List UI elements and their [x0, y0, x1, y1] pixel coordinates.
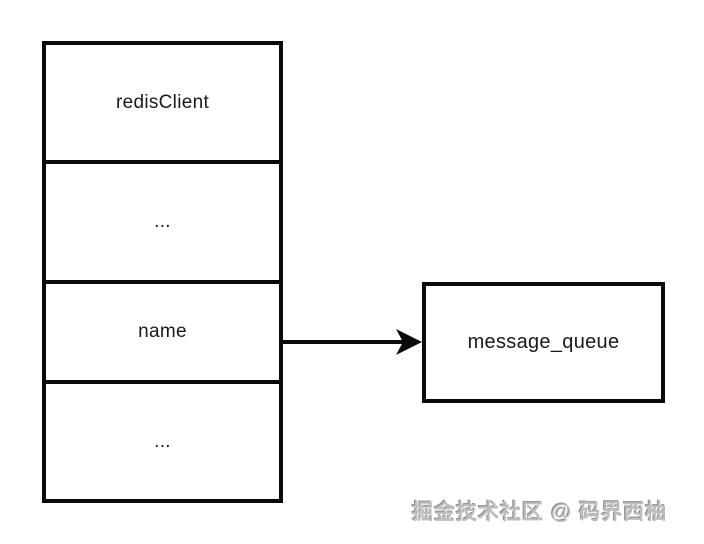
struct-row-name: name	[46, 284, 279, 384]
struct-row-ellipsis-bottom: ...	[46, 384, 279, 499]
struct-row-label: ...	[154, 430, 171, 452]
struct-row-label: redisClient	[115, 91, 210, 113]
message-queue-label: message_queue	[467, 331, 620, 353]
struct-row-label: ...	[154, 211, 171, 232]
struct-row-redisclient: redisClient	[46, 45, 279, 164]
struct-row-label: name	[138, 321, 187, 342]
message-queue-box: message_queue	[422, 282, 665, 403]
redis-client-struct: redisClient ... name ...	[42, 41, 283, 503]
struct-row-ellipsis-top: ...	[46, 164, 279, 284]
watermark-text: 掘金技术社区 @ 码界西柚	[412, 501, 668, 524]
